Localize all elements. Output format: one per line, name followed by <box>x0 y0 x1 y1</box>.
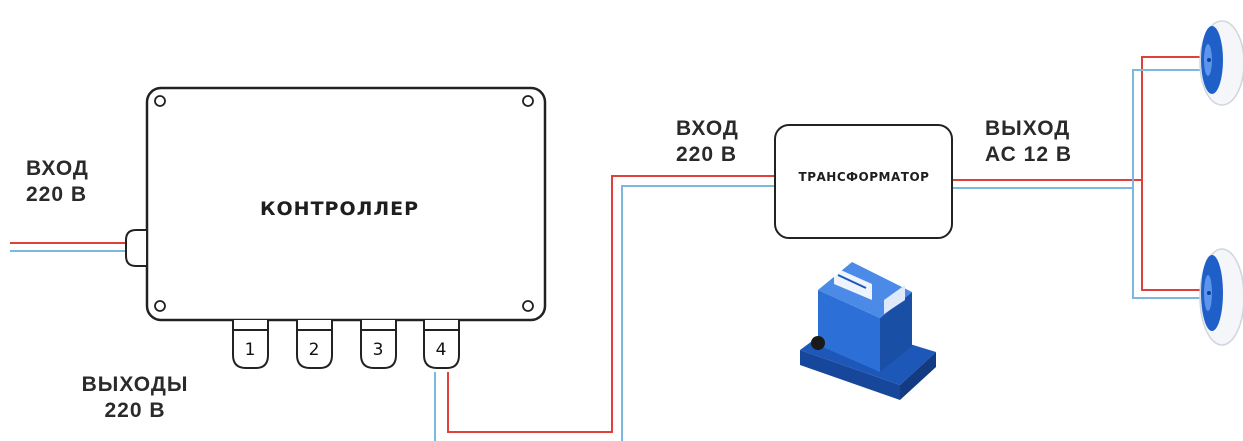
mount-hole <box>522 95 534 107</box>
transformer-input-label: ВХОД 220 В <box>676 116 739 168</box>
transformer-photo-icon <box>800 262 936 400</box>
input-left-label: ВХОД 220 В <box>26 156 89 208</box>
port-gland-4 <box>423 320 460 369</box>
port-number-2: 2 <box>308 340 320 360</box>
wires <box>10 56 1203 441</box>
port4-live-wire <box>447 175 775 433</box>
port-number-3: 3 <box>372 340 384 360</box>
pool-light-icon <box>1199 248 1243 346</box>
output-live-wire <box>952 56 1203 291</box>
transformer-input-label-line2: 220 В <box>676 143 738 166</box>
transformer-input-label-line1: ВХОД <box>676 117 739 140</box>
pool-light-icon <box>1199 20 1243 106</box>
outputs-label: ВЫХОДЫ 220 В <box>60 372 210 424</box>
controller-box <box>125 86 547 369</box>
port-gland-2 <box>296 320 333 369</box>
output-glands <box>232 320 460 369</box>
input-left-label-line2: 220 В <box>26 183 88 206</box>
transformer-output-label-line1: ВЫХОД <box>985 117 1071 140</box>
transformer-output-label: ВЫХОД АС 12 В <box>985 116 1072 168</box>
input-left-label-line1: ВХОД <box>26 157 89 180</box>
mount-hole <box>154 95 166 107</box>
outputs-label-line1: ВЫХОДЫ <box>81 373 189 396</box>
transformer-box <box>774 124 953 239</box>
input-cable-gland <box>125 229 148 267</box>
transformer-title: ТРАНСФОРМАТОР <box>798 170 930 184</box>
port-number-4: 4 <box>435 340 447 360</box>
mount-hole <box>154 300 166 312</box>
outputs-label-line2: 220 В <box>104 399 166 422</box>
output-neutral-wire <box>952 69 1203 299</box>
transformer-output-label-line2: АС 12 В <box>985 143 1073 166</box>
port-gland-3 <box>360 320 397 369</box>
mount-hole <box>522 300 534 312</box>
controller-title: КОНТРОЛЛЕР <box>260 198 420 220</box>
port-number-1: 1 <box>244 340 256 360</box>
port-gland-1 <box>232 320 269 369</box>
